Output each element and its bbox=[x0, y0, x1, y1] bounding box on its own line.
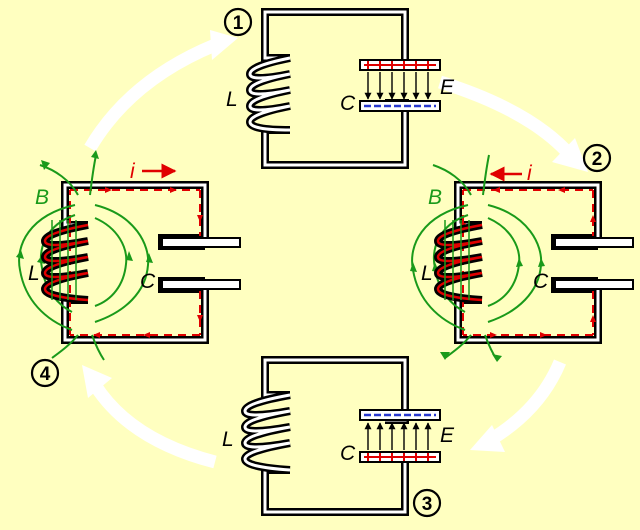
capacitor-plate-top bbox=[161, 237, 241, 248]
core-field-lines bbox=[51, 220, 77, 300]
capacitor-plate-top bbox=[554, 237, 634, 248]
stage-4: i B L C 4 bbox=[16, 150, 241, 388]
inductor-label: L bbox=[28, 262, 40, 285]
stage-number: 1 bbox=[233, 13, 244, 34]
capacitor-plate-bottom bbox=[161, 279, 241, 290]
stage-number-badge bbox=[412, 488, 442, 518]
current-path bbox=[462, 189, 594, 336]
capacitor-label: C bbox=[140, 270, 156, 293]
cycle-arrow-4-to-1 bbox=[84, 30, 238, 152]
circuit-wire bbox=[61, 181, 209, 344]
electric-field-lines bbox=[364, 422, 432, 450]
stage-3: L C E 3 bbox=[222, 356, 455, 518]
inductor-coil bbox=[245, 54, 291, 134]
circuit-wire bbox=[261, 356, 409, 516]
magnetic-field-lines bbox=[18, 154, 150, 361]
field-label: E bbox=[440, 76, 455, 99]
inductor-coil bbox=[40, 221, 89, 304]
capacitor bbox=[359, 59, 441, 112]
circuit-wire bbox=[454, 181, 602, 344]
electric-field-lines bbox=[364, 72, 432, 100]
cycle-arrows bbox=[82, 30, 588, 469]
cycle-arrow-1-to-2 bbox=[438, 75, 588, 172]
stage-number: 4 bbox=[40, 364, 51, 385]
stage-number-badge bbox=[30, 358, 60, 388]
capacitor bbox=[359, 409, 441, 463]
inductor-coil bbox=[240, 391, 291, 474]
capacitor-label: C bbox=[340, 442, 356, 465]
current-label: i bbox=[130, 160, 136, 183]
inductor-coil bbox=[433, 221, 483, 304]
cycle-arrow-2-to-3 bbox=[470, 359, 566, 452]
current-label: i bbox=[527, 162, 533, 185]
field-label: E bbox=[440, 424, 455, 447]
field-label: B bbox=[35, 186, 49, 209]
stage-1: L C E 1 bbox=[223, 7, 455, 169]
inductor-label: L bbox=[222, 428, 234, 451]
inductor-label: L bbox=[226, 88, 238, 111]
stage-2: i B L C 2 bbox=[410, 143, 634, 362]
stage-number: 2 bbox=[592, 149, 603, 170]
current-path bbox=[69, 189, 201, 336]
stage-number: 3 bbox=[422, 494, 433, 515]
stage-number-badge bbox=[223, 7, 253, 37]
capacitor-label: C bbox=[533, 270, 549, 293]
inductor-label: L bbox=[421, 262, 433, 285]
cycle-arrow-3-to-4 bbox=[82, 365, 217, 469]
field-label: B bbox=[428, 186, 442, 209]
capacitor-plate-bottom bbox=[554, 279, 634, 290]
core-field-lines bbox=[444, 220, 470, 300]
stage-number-badge bbox=[582, 143, 612, 173]
capacitor-label: C bbox=[340, 92, 356, 115]
